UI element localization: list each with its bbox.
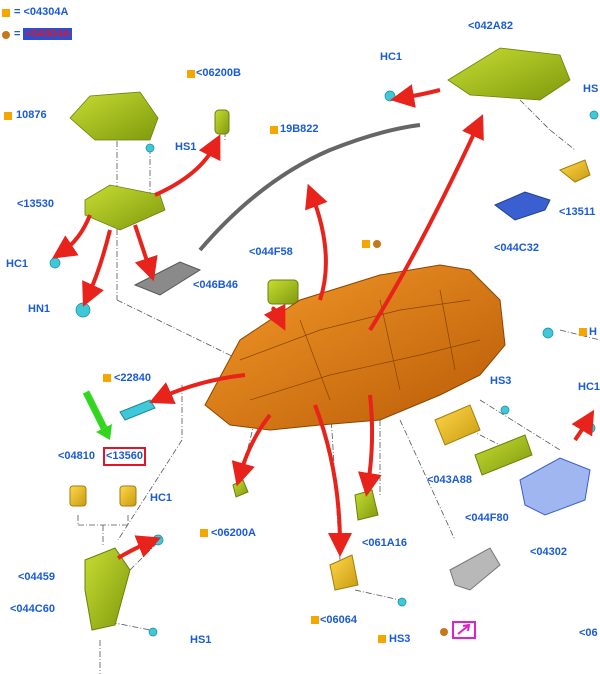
marker-H (579, 328, 587, 336)
label-044F58[interactable]: <044F58 (249, 246, 293, 258)
label-04302[interactable]: <04302 (530, 546, 568, 558)
part-06200A (232, 479, 249, 498)
label-H-right[interactable]: H (589, 326, 597, 338)
label-06200A[interactable]: <06200A (211, 527, 256, 539)
marker-06064 (311, 616, 319, 624)
part-13530-bracket (84, 184, 166, 231)
label-13530[interactable]: <13530 (17, 198, 55, 210)
label-061A16[interactable]: <061A16 (362, 537, 407, 549)
label-044C32[interactable]: <044C32 (494, 242, 539, 254)
label-043A88[interactable]: <043A88 (427, 474, 472, 486)
marker-06200A (200, 529, 208, 537)
arrow-up-right-icon[interactable] (452, 621, 476, 639)
label-22840[interactable]: <22840 (114, 372, 152, 384)
part-13511 (559, 159, 591, 183)
label-HC1-left[interactable]: HC1 (6, 258, 29, 270)
label-06064[interactable]: <06064 (320, 614, 358, 626)
part-10876-cover (69, 91, 159, 141)
label-HS3-top[interactable]: HS3 (490, 375, 512, 387)
part-043A88 (434, 404, 481, 446)
part-06064 (329, 554, 359, 591)
label-046B46[interactable]: <046B46 (193, 279, 238, 291)
part-04459-044C60 (84, 547, 131, 631)
part-04302 (519, 457, 591, 516)
part-044F80 (474, 434, 533, 476)
marker-22840 (103, 374, 111, 382)
part-042A82-cover (447, 47, 571, 101)
label-HC1-top[interactable]: HC1 (380, 51, 403, 63)
part-duct-grey (449, 547, 501, 591)
legend-circle-highlight[interactable]: <04304A (23, 28, 73, 40)
part-06200B (214, 109, 230, 135)
legend-square-text: = <04304A (14, 6, 69, 18)
label-HC1-right[interactable]: HC1 (578, 381, 600, 393)
green-arrow-head (96, 424, 112, 440)
marker-link-circle (440, 628, 448, 636)
label-13560[interactable]: <13560 (102, 447, 147, 466)
frame-detail-lines (239, 289, 481, 401)
marker-HS3-bot (378, 635, 386, 643)
part-044C32 (494, 191, 551, 221)
label-06200B[interactable]: <06200B (196, 67, 241, 79)
label-044C60[interactable]: <044C60 (10, 603, 55, 615)
label-04810[interactable]: <04810 (58, 450, 96, 462)
label-04459[interactable]: <04459 (18, 571, 56, 583)
part-22840 (119, 399, 156, 421)
label-10876[interactable]: 10876 (16, 109, 47, 121)
part-19B822-seal (198, 123, 421, 252)
marker-06200B (187, 70, 195, 78)
label-HS1-bot[interactable]: HS1 (190, 634, 212, 646)
label-HS1-top[interactable]: HS1 (175, 141, 197, 153)
label-13511[interactable]: <13511 (559, 206, 596, 218)
label-06-right[interactable]: <06 (579, 627, 598, 639)
part-instrument-panel-frame (204, 264, 506, 431)
label-044F80[interactable]: <044F80 (465, 512, 509, 524)
marker-frame-square (362, 240, 370, 248)
legend-circle-row: = <04304A (14, 28, 73, 40)
part-046B46 (133, 261, 202, 296)
label-HN1[interactable]: HN1 (28, 303, 51, 315)
label-042A82[interactable]: <042A82 (468, 20, 513, 32)
assembly-arrows (52, 84, 595, 560)
part-04810 (69, 485, 87, 507)
label-HS3-bot[interactable]: HS3 (389, 633, 411, 645)
marker-19B822 (270, 126, 278, 134)
green-indicator-arrow (82, 390, 108, 430)
legend-circle-text: = (14, 28, 24, 40)
marker-frame-circle (373, 240, 381, 248)
part-061A16 (354, 489, 379, 521)
label-HC1-mid[interactable]: HC1 (150, 492, 173, 504)
legend-circle-marker (2, 31, 10, 39)
label-19B822[interactable]: 19B822 (280, 123, 319, 135)
part-044F58 (267, 279, 299, 305)
label-HS-right[interactable]: HS (583, 83, 599, 95)
legend-square-marker (2, 9, 10, 17)
marker-10876 (4, 112, 12, 120)
part-13560 (119, 485, 137, 507)
